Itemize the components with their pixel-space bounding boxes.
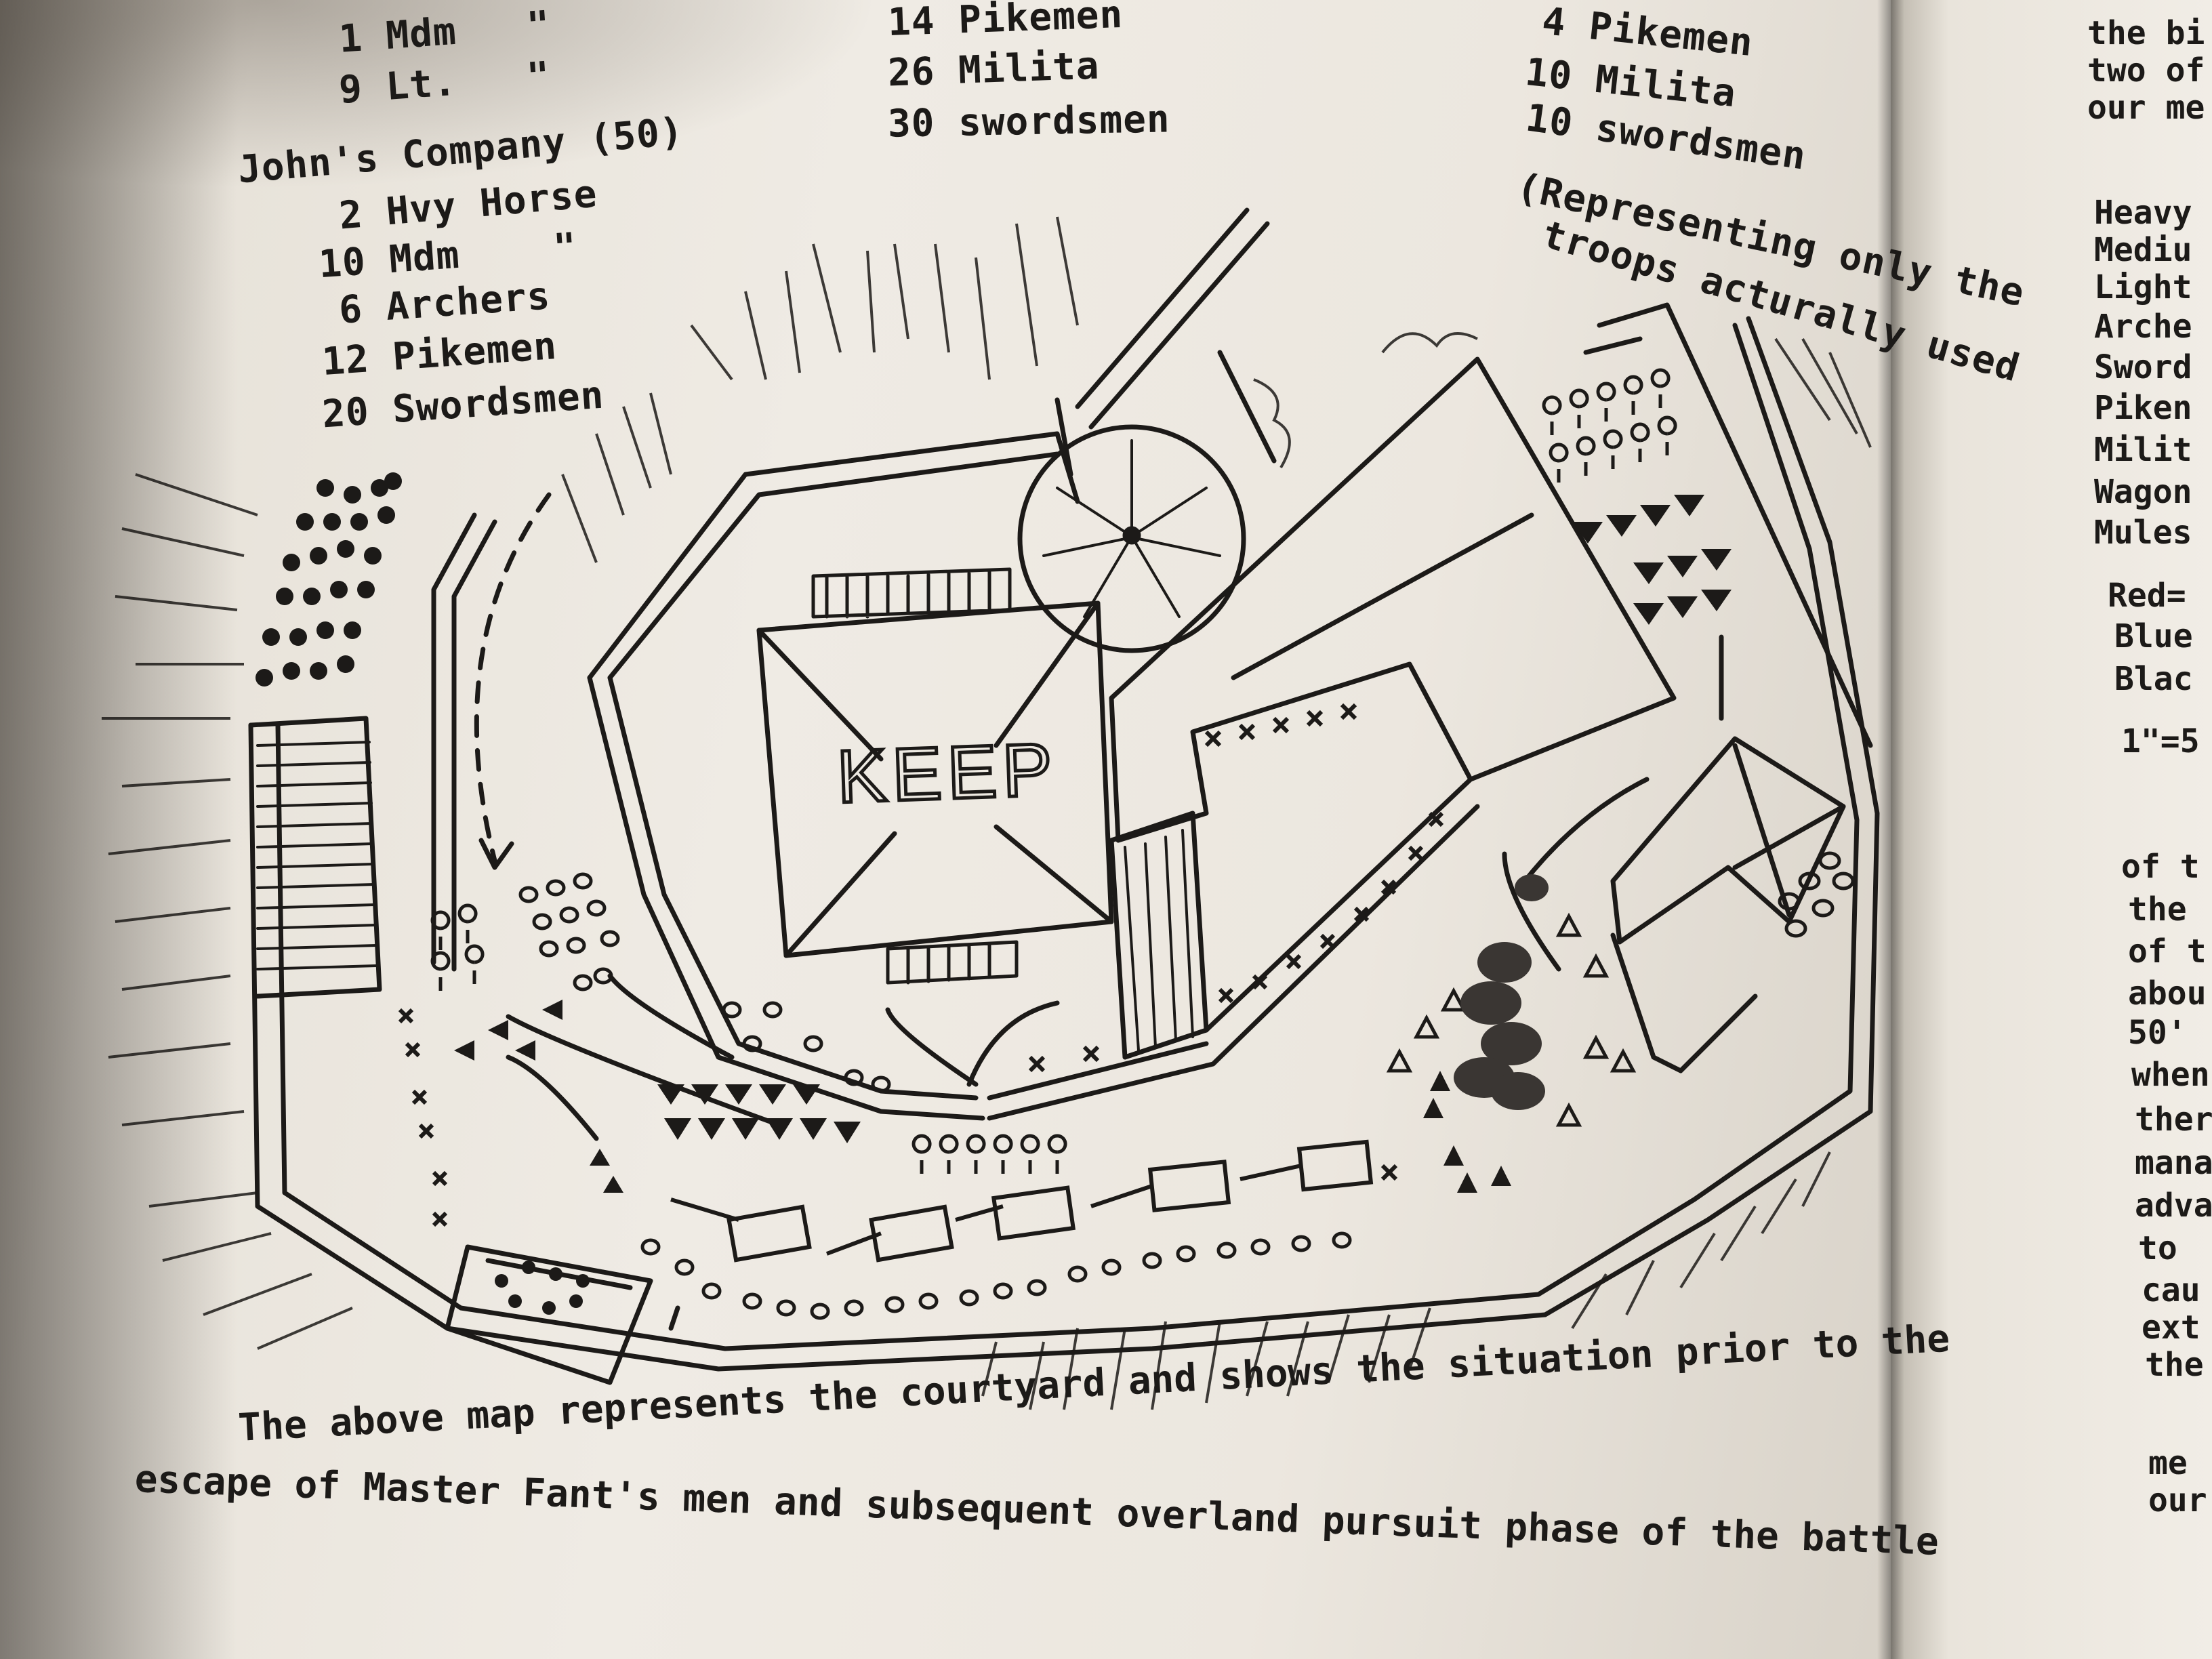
right-para: abou (2128, 975, 2207, 1012)
west-wall (431, 512, 477, 965)
inner-wall-3 (587, 675, 985, 1121)
right-list-item: Piken (2094, 389, 2192, 427)
right-list-item: Arche (2094, 308, 2192, 346)
east-tower (1610, 736, 1846, 945)
right-key: Red= (2108, 577, 2186, 615)
west-stairs (248, 716, 382, 999)
right-list-item: Milit (2094, 431, 2192, 469)
right-para: 50' (2128, 1014, 2187, 1052)
east-building (1610, 933, 1758, 1073)
right-list-item: Sword (2094, 348, 2192, 386)
dashed-arrow (474, 492, 552, 863)
right-para: the (2145, 1346, 2204, 1384)
right-key: Blac (2114, 660, 2193, 698)
right-para: cau (2142, 1271, 2200, 1309)
right-key: Blue (2114, 617, 2193, 655)
right-para: ext (2142, 1309, 2200, 1347)
right-para: mana (2135, 1144, 2212, 1182)
right-para: adva (2135, 1187, 2212, 1225)
right-scale: 1"=5 (2121, 722, 2200, 760)
arrow (668, 1305, 680, 1331)
right-list-item: Mediu (2094, 231, 2192, 269)
keep-stair (811, 567, 1012, 619)
left-page (0, 0, 1898, 1659)
north-road (1075, 207, 1250, 409)
gate-post (1054, 397, 1073, 477)
arrow (506, 1014, 782, 1128)
arrow (506, 1054, 599, 1141)
right-bottom: our (2148, 1481, 2207, 1519)
right-page (1891, 0, 2212, 1659)
right-para: ther (2135, 1101, 2212, 1139)
arrow (1522, 777, 1650, 884)
outer-wall-inner (275, 323, 1860, 1351)
arrow (885, 1007, 979, 1087)
north-wall (1597, 302, 1873, 748)
right-list-item: Mules (2094, 514, 2192, 552)
right-para: of t (2121, 848, 2200, 886)
west-wall-inner (451, 519, 497, 972)
right-para: of t (2128, 933, 2207, 970)
right-para: to (2138, 1229, 2177, 1267)
inner-wall-2 (607, 451, 1060, 680)
north-road-2 (1088, 221, 1270, 430)
right-list-item: Heavy (2094, 194, 2192, 232)
right-text: our me (2087, 89, 2205, 127)
inner-wall-4 (607, 675, 979, 1101)
great-hall (1109, 356, 1677, 843)
right-list-item: Wagon (2094, 473, 2192, 511)
book-gutter (1877, 0, 1904, 1659)
inner-wall (587, 431, 1080, 680)
arrow (966, 1000, 1060, 1087)
shadow-left (0, 0, 237, 1659)
keep-label: KEEP (836, 728, 1059, 819)
well (1017, 424, 1246, 653)
right-para: when (2131, 1056, 2210, 1094)
arrow (607, 973, 735, 1060)
right-bottom: me (2148, 1444, 2188, 1482)
right-text: two of (2087, 52, 2205, 89)
arrow (1502, 851, 1561, 972)
yard-wall (987, 777, 1473, 1101)
right-para: the (2128, 890, 2187, 928)
right-list-item: Light (2094, 268, 2192, 306)
keep-porch (886, 940, 1019, 985)
outer-wall (248, 316, 1880, 1372)
right-text: the bi (2087, 14, 2205, 52)
